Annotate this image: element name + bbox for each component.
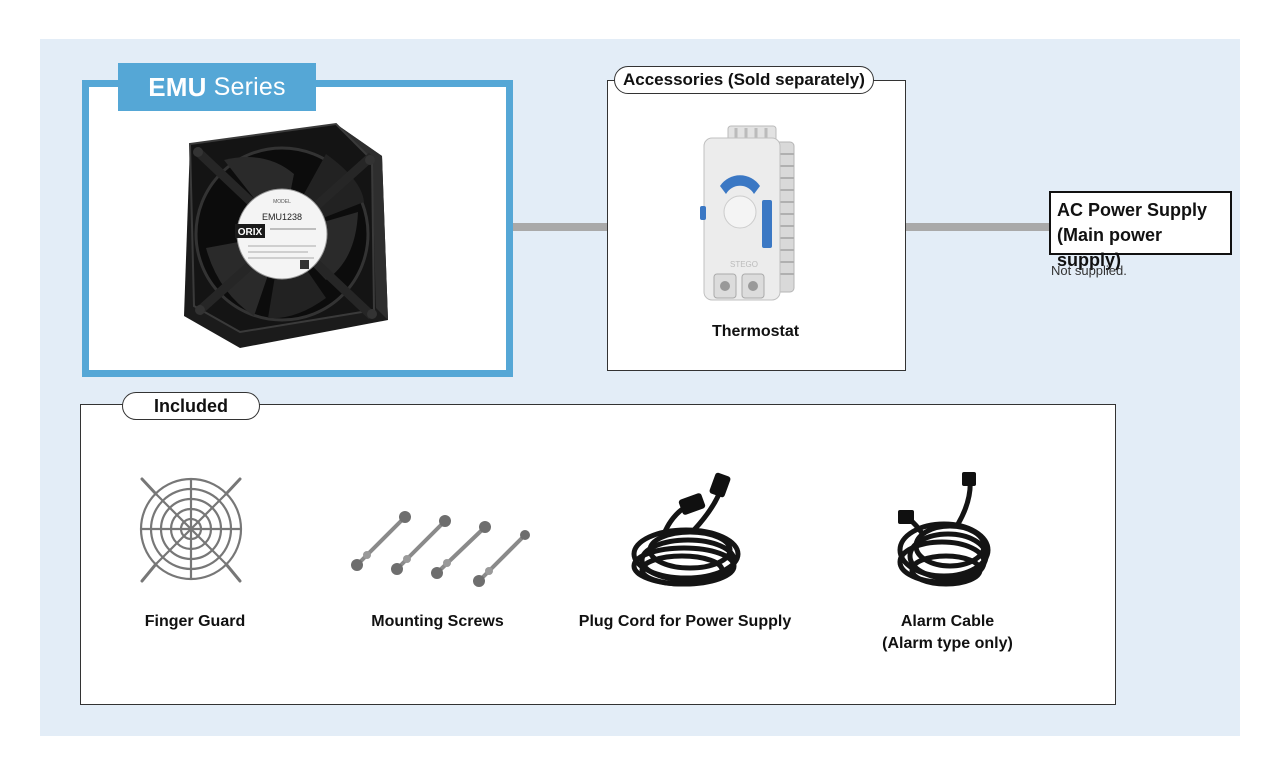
fan-model-text: EMU1238 [262, 212, 302, 222]
alarm-cable-label: Alarm Cable [900, 613, 995, 630]
alarm-cable-image [897, 472, 991, 587]
mounting-screws-image [351, 511, 530, 587]
included-item-plug-cord: Plug Cord for Power Supply [575, 611, 795, 633]
svg-text:MODEL: MODEL [273, 199, 291, 205]
connection-wire-thermostat-power [790, 223, 1051, 231]
plug-cord-image [631, 472, 741, 587]
svg-text:STEGO: STEGO [730, 260, 758, 269]
ac-power-note: Not supplied. [1051, 263, 1127, 278]
axial-fan-image: MODEL EMU1238 ORIX [184, 122, 388, 348]
finger-guard-image [139, 477, 243, 583]
included-item-mounting-screws: Mounting Screws [355, 611, 520, 633]
included-item-finger-guard: Finger Guard [120, 611, 270, 633]
thermostat-image: STEGO [700, 125, 795, 301]
emu-series-tab: EMU Series [118, 63, 316, 111]
alarm-cable-sublabel: (Alarm type only) [882, 635, 1013, 652]
ac-power-supply-title: AC Power Supply [1057, 200, 1208, 220]
fan-brand-logo: ORIX [238, 227, 263, 238]
ac-power-supply-box: AC Power Supply (Main power supply) [1049, 191, 1232, 270]
accessories-tag: Accessories (Sold separately) [614, 66, 874, 94]
included-tag: Included [122, 392, 260, 420]
mounting-screws-label: Mounting Screws [371, 613, 504, 630]
thermostat-label: Thermostat [711, 323, 800, 340]
plug-cord-label: Plug Cord for Power Supply [578, 613, 792, 630]
emu-series-suffix: Series [213, 72, 286, 101]
emu-series-name: EMU [148, 71, 207, 102]
finger-guard-label: Finger Guard [144, 613, 246, 630]
ac-power-supply-subtitle: (Main power supply) [1057, 225, 1163, 270]
connection-wire-fan-thermostat [385, 223, 707, 231]
included-item-alarm-cable: Alarm Cable (Alarm type only) [860, 611, 1035, 655]
